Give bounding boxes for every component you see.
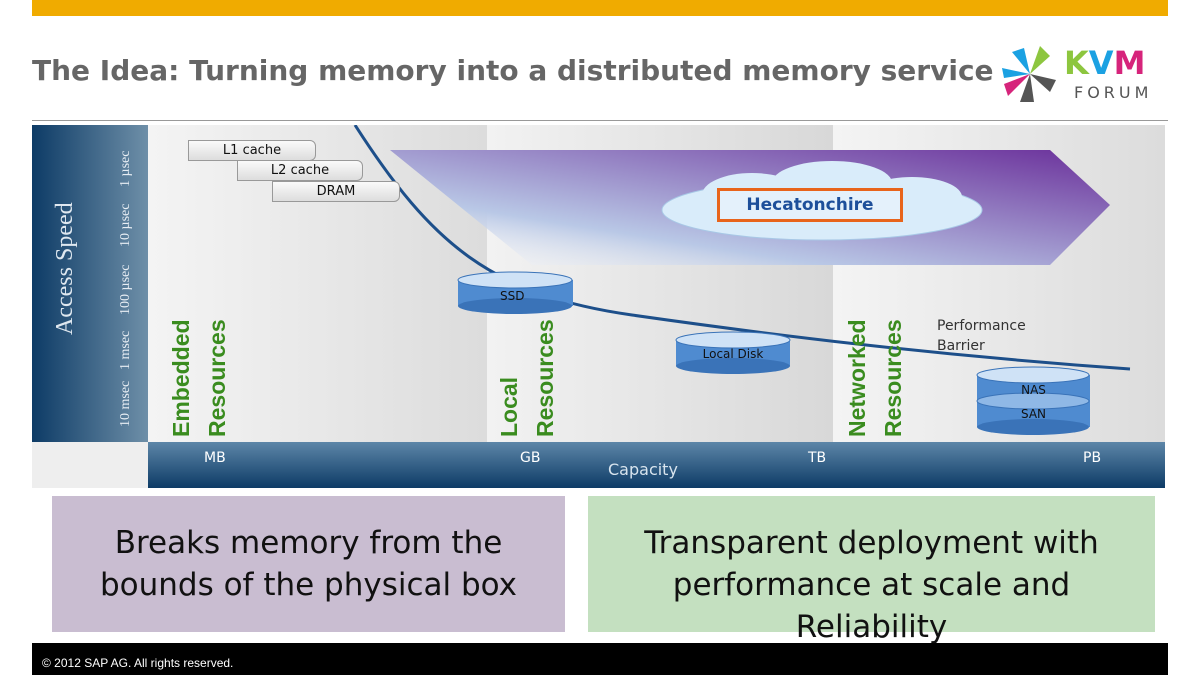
y-tick: 1 µsec (118, 150, 133, 187)
ssd-cylinder (457, 271, 573, 314)
local-disk-label: Local Disk (702, 347, 764, 361)
nas-san-cylinder (976, 366, 1090, 435)
dram-label: DRAM (272, 181, 400, 202)
region-label-local: Resources (532, 319, 558, 437)
l1-cache-label: L1 cache (188, 140, 316, 161)
y-tick: 10 msec (118, 380, 133, 427)
svg-text:KVM: KVM (1064, 44, 1145, 82)
title-divider (32, 120, 1168, 121)
barrier-line: Performance (937, 318, 1026, 334)
performance-barrier-curve (353, 125, 1131, 371)
region-label-embedded: Resources (204, 319, 230, 437)
ssd-label: SSD (500, 289, 525, 303)
x-axis-label: Capacity (608, 460, 678, 479)
benefit-box-physical: Breaks memory from the bounds of the phy… (52, 496, 565, 632)
y-axis-label: Access Speed (52, 202, 78, 335)
san-label: SAN (1020, 407, 1047, 421)
x-tick: MB (204, 450, 226, 466)
x-tick: TB (808, 450, 827, 466)
footer-copyright: © 2012 SAP AG. All rights reserved. (32, 643, 1168, 675)
svg-text:FORUM: FORUM (1074, 83, 1152, 102)
local-disk-cylinder (675, 331, 791, 374)
region-label-local: Local (496, 376, 522, 437)
slide-title: The Idea: Turning memory into a distribu… (32, 54, 994, 87)
region-label-embedded: Embedded (168, 319, 194, 437)
y-tick: 10 µsec (118, 203, 133, 247)
x-axis-panel: MB GB TB PB Capacity (148, 442, 1165, 488)
y-tick: 1 msec (118, 330, 133, 370)
region-label-networked: Resources (880, 319, 906, 437)
nas-label: NAS (1021, 383, 1046, 397)
benefit-box-deployment: Transparent deployment with performance … (588, 496, 1155, 645)
performance-barrier-label: Performance Barrier (937, 316, 1026, 356)
kvm-forum-logo: KVM FORUM (1000, 38, 1170, 108)
x-tick: PB (1083, 450, 1102, 466)
region-label-networked: Networked (844, 319, 870, 437)
x-tick: GB (520, 450, 541, 466)
y-tick: 100 µsec (118, 264, 133, 315)
hecatonchire-label: Hecatonchire (717, 188, 903, 222)
top-accent-bar (32, 0, 1168, 16)
l2-cache-label: L2 cache (237, 160, 363, 181)
y-axis-panel: Access Speed 1 µsec 10 µsec 100 µsec 1 m… (32, 125, 148, 442)
memory-hierarchy-diagram: Access Speed 1 µsec 10 µsec 100 µsec 1 m… (32, 125, 1165, 488)
barrier-line: Barrier (937, 338, 985, 354)
